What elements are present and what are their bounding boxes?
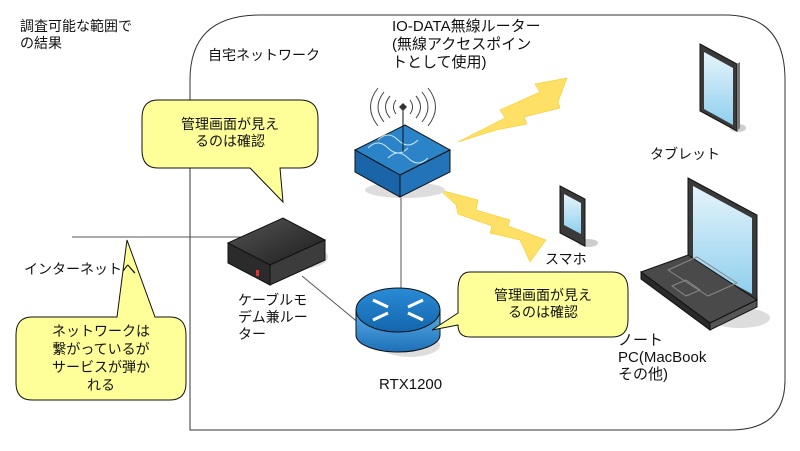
home-network-boundary [189, 14, 786, 431]
callout-modem-note-text: 管理画面が見え るのは確認 [181, 117, 279, 150]
callout-internet-note-text: ネットワークは 繋がっているが サービスが弾か れる [52, 324, 150, 394]
tablet-label: タブレット [650, 147, 720, 163]
callout-rtx-note-text: 管理画面が見え るのは確認 [494, 288, 592, 321]
callout-modem-note [141, 99, 319, 204]
wireless-router-label: IO-DATA無線ルーター (無線アクセスポイン トとして使用) [392, 18, 541, 71]
rtx1200-label: RTX1200 [379, 376, 443, 393]
smartphone-label: スマホ [545, 252, 587, 268]
wireless-access-point-icon [353, 87, 452, 198]
router-icon [355, 287, 441, 357]
cable-modem-label: ケーブルモ デム兼ルー ター [238, 293, 308, 343]
modem-to-rtx-line [301, 275, 361, 325]
smartphone-icon [559, 185, 598, 247]
lightning-bolt-smartphone [439, 189, 547, 263]
callout-rtx-note [431, 271, 629, 338]
tablet-icon [699, 43, 746, 132]
notebook-label: ノート PC(MacBook その他) [618, 332, 707, 383]
lightning-bolt-tablet [457, 77, 568, 143]
home-network-label: 自宅ネットワーク [208, 48, 320, 64]
callout-internet-note [15, 239, 187, 401]
diagram-title: 調査可能な範囲で の結果 [20, 19, 132, 52]
laptop-icon [639, 177, 770, 331]
cable-modem-icon [226, 217, 328, 286]
internet-label: インターネットへ [24, 262, 136, 278]
